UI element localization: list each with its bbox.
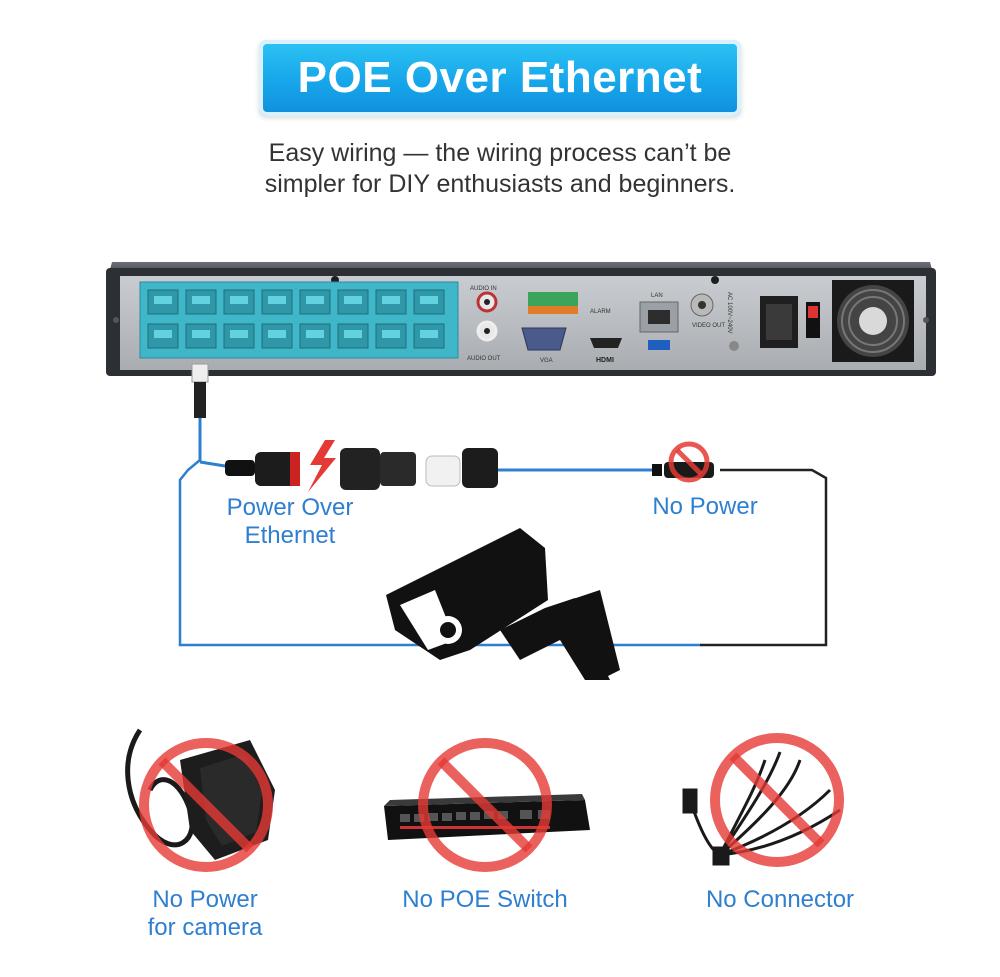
power-rating-label: AC 100V~240V (726, 292, 732, 334)
poe-label: Power Over Ethernet (200, 494, 380, 550)
vga-label: VGA (540, 358, 553, 364)
bottom-label-no-power-line2: for camera (110, 914, 300, 942)
video-out-label: VIDEO OUT (692, 323, 725, 329)
bottom-label-no-power-line1: No Power (110, 886, 300, 914)
hdmi-label: HDMI (596, 357, 614, 364)
bottom-label-no-poe-switch: No POE Switch (380, 886, 590, 914)
cctv-camera-icon (386, 528, 620, 680)
audio-out-label: AUDIO OUT (467, 356, 501, 362)
no-power-label: No Power (620, 493, 790, 521)
alarm-label: ALARM (590, 309, 611, 315)
bottom-label-no-power: No Power for camera (110, 886, 300, 942)
lan-label: LAN (651, 293, 663, 299)
audio-in-label: AUDIO IN (470, 286, 497, 292)
camera-connector (200, 440, 714, 492)
bottom-label-no-connector: No Connector (680, 886, 880, 914)
lightning-icon (308, 440, 336, 492)
poe-ports-block (140, 282, 458, 358)
rj45-plug (192, 364, 208, 462)
